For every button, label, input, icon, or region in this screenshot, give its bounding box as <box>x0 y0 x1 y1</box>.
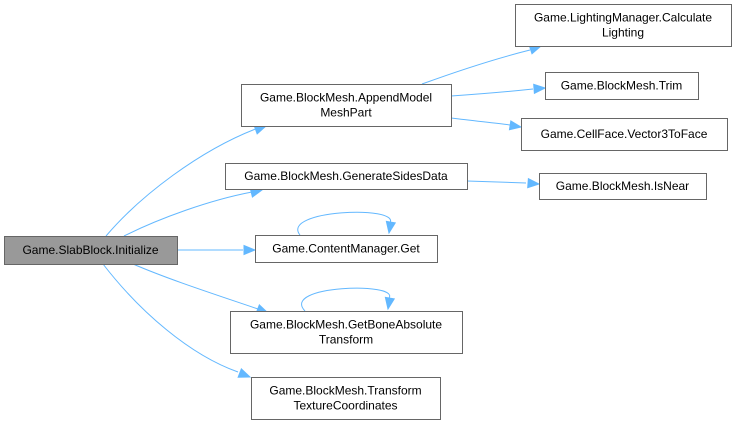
edge-append-to-lighting <box>421 49 531 85</box>
arrowhead-initialize-to-transform <box>237 367 252 378</box>
node-label: MeshPart <box>320 106 372 120</box>
node-isnear[interactable]: Game.BlockMesh.IsNear <box>539 173 707 200</box>
node-label: Game.CellFace.Vector3ToFace <box>541 127 708 141</box>
node-label: Game.BlockMesh.Transform <box>269 384 421 398</box>
arrowhead-initialize-to-cmget <box>243 244 257 256</box>
edge-getbone-to-getbone <box>301 287 390 312</box>
node-cmget[interactable]: Game.ContentManager.Get <box>255 235 438 263</box>
edges-layer <box>102 44 547 378</box>
edge-initialize-to-getbone <box>132 263 259 310</box>
node-label: Transform <box>319 333 373 347</box>
edge-initialize-to-gensides <box>123 191 253 237</box>
nodes-layer: Game.SlabBlock.InitializeGame.BlockMesh.… <box>4 4 732 420</box>
node-gensides[interactable]: Game.BlockMesh.GenerateSidesData <box>225 163 468 190</box>
node-box[interactable] <box>515 4 732 47</box>
edge-initialize-to-transform <box>102 263 239 373</box>
node-box[interactable] <box>251 377 441 420</box>
node-label: Lighting <box>602 26 644 40</box>
node-box[interactable] <box>4 236 178 265</box>
node-box[interactable] <box>241 84 452 127</box>
node-label: Game.BlockMesh.Trim <box>561 79 683 93</box>
arrowhead-append-to-trim <box>533 83 547 95</box>
arrowhead-cmget-to-cmget <box>385 220 397 235</box>
edge-append-to-trim <box>450 88 534 97</box>
node-box[interactable] <box>521 118 728 151</box>
node-label: Game.ContentManager.Get <box>272 242 420 256</box>
node-box[interactable] <box>230 311 463 354</box>
node-label: Game.BlockMesh.GenerateSidesData <box>244 169 448 183</box>
edge-append-to-v3face <box>450 117 511 126</box>
edge-gensides-to-isnear <box>466 180 527 184</box>
node-initialize[interactable]: Game.SlabBlock.Initialize <box>4 236 178 265</box>
node-trim[interactable]: Game.BlockMesh.Trim <box>545 72 699 100</box>
node-box[interactable] <box>545 72 699 100</box>
arrowhead-gensides-to-isnear <box>527 177 541 189</box>
node-transform[interactable]: Game.BlockMesh.TransformTextureCoordinat… <box>251 377 441 420</box>
edge-cmget-to-cmget <box>297 211 391 236</box>
arrowhead-append-to-v3face <box>508 120 523 131</box>
node-label: Game.BlockMesh.GetBoneAbsolute <box>250 318 442 332</box>
edge-initialize-to-append <box>105 127 259 237</box>
node-label: TextureCoordinates <box>293 399 397 413</box>
arrowhead-getbone-to-getbone <box>384 296 396 311</box>
node-label: Game.LightingManager.Calculate <box>534 11 712 25</box>
node-box[interactable] <box>225 163 468 190</box>
node-label: Game.SlabBlock.Initialize <box>22 243 158 257</box>
node-v3face[interactable]: Game.CellFace.Vector3ToFace <box>521 118 728 151</box>
node-box[interactable] <box>539 173 707 200</box>
node-label: Game.BlockMesh.IsNear <box>556 179 689 193</box>
node-box[interactable] <box>255 235 438 263</box>
node-label: Game.BlockMesh.AppendModel <box>260 91 432 105</box>
